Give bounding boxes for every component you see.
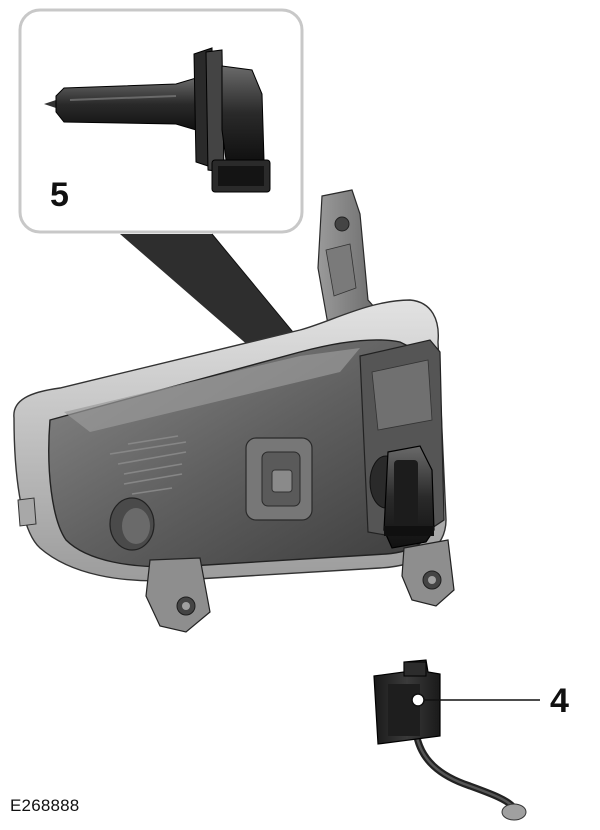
electrical-connector-icon — [373, 659, 527, 821]
bulb-detail-icon — [44, 47, 271, 193]
callout-number-4: 4 — [550, 682, 569, 720]
callout-number-5: 5 — [50, 176, 69, 214]
installed-bulb-connector — [383, 445, 435, 549]
figure-id: E268888 — [10, 796, 80, 815]
inset-panel: 5 — [18, 8, 304, 234]
fog-lamp-assembly-icon — [13, 189, 455, 633]
housing-boss — [245, 437, 313, 521]
embossed-markings — [109, 435, 187, 495]
